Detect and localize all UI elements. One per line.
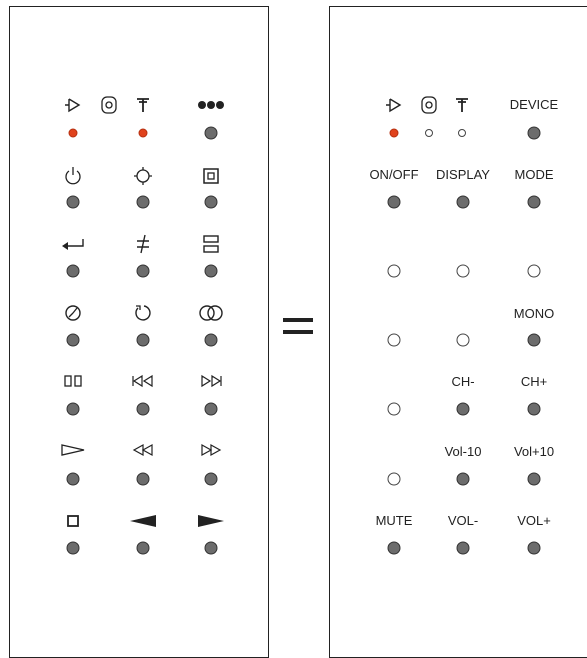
- unassigned-button: [387, 402, 401, 416]
- enter-arrow-icon: [61, 238, 85, 250]
- rewind-icon: [132, 443, 154, 457]
- remote-button[interactable]: [204, 402, 218, 416]
- antenna-icon: [455, 97, 469, 113]
- remote-button[interactable]: [527, 402, 541, 416]
- remote-button[interactable]: [456, 195, 470, 209]
- remote-button[interactable]: [66, 541, 80, 555]
- remote-button[interactable]: [204, 541, 218, 555]
- unassigned-button: [387, 264, 401, 278]
- remote-button[interactable]: [527, 472, 541, 486]
- led-indicator: [389, 128, 399, 138]
- device-button[interactable]: [527, 126, 541, 140]
- button-label: DEVICE: [509, 97, 559, 112]
- button-label: DISPLAY: [436, 167, 490, 182]
- remote-button[interactable]: [66, 472, 80, 486]
- led-indicator: [425, 129, 433, 137]
- pause-icon: [64, 375, 82, 387]
- volume-up-arrow-icon: [197, 514, 225, 528]
- remote-button[interactable]: [527, 333, 541, 347]
- remote-button[interactable]: [136, 472, 150, 486]
- button-label: Vol-10: [444, 444, 482, 459]
- equals-sign: [283, 316, 315, 338]
- led-indicator: [458, 129, 466, 137]
- play-icon: [61, 444, 85, 456]
- remote-button[interactable]: [387, 195, 401, 209]
- button-label: ON/OFF: [369, 167, 419, 182]
- button-label: MONO: [513, 306, 555, 321]
- remote-button[interactable]: [66, 195, 80, 209]
- antenna-icon: [136, 97, 150, 113]
- split-box-icon: [203, 235, 219, 253]
- remote-button[interactable]: [136, 402, 150, 416]
- remote-button[interactable]: [456, 541, 470, 555]
- unassigned-button: [387, 472, 401, 486]
- remote-button[interactable]: [456, 472, 470, 486]
- refresh-circle-icon: [134, 304, 152, 322]
- clock-icon: [64, 304, 82, 322]
- remote-button[interactable]: [204, 472, 218, 486]
- remote-button[interactable]: [136, 264, 150, 278]
- speaker-icon: [63, 97, 83, 113]
- unassigned-button: [456, 264, 470, 278]
- remote-button[interactable]: [136, 333, 150, 347]
- fast-forward-icon: [200, 443, 222, 457]
- button-label: MUTE: [375, 513, 413, 528]
- power-icon: [64, 166, 82, 186]
- remote-button[interactable]: [136, 195, 150, 209]
- disc-icon: [421, 96, 437, 114]
- remote-button[interactable]: [456, 402, 470, 416]
- remote-button[interactable]: [527, 541, 541, 555]
- remote-button[interactable]: [66, 333, 80, 347]
- disc-icon: [101, 96, 117, 114]
- skip-back-icon: [132, 374, 154, 388]
- remote-button[interactable]: [387, 541, 401, 555]
- remote-button[interactable]: [204, 195, 218, 209]
- dots-icon: [197, 100, 225, 110]
- not-parallel-icon: [136, 234, 150, 254]
- mode-box-icon: [203, 168, 219, 184]
- unassigned-button: [387, 333, 401, 347]
- unassigned-button: [527, 264, 541, 278]
- remote-button[interactable]: [527, 195, 541, 209]
- button-label: Vol+10: [513, 444, 555, 459]
- remote-button[interactable]: [204, 333, 218, 347]
- button-label: VOL-: [447, 513, 479, 528]
- stop-icon: [67, 515, 79, 527]
- led-indicator: [68, 128, 78, 138]
- button-label: VOL+: [517, 513, 551, 528]
- remote-button[interactable]: [66, 402, 80, 416]
- speaker-icon: [384, 97, 404, 113]
- button-label: CH-: [451, 374, 475, 389]
- device-button[interactable]: [204, 126, 218, 140]
- button-label: CH+: [520, 374, 548, 389]
- brightness-icon: [133, 166, 153, 186]
- skip-forward-icon: [200, 374, 222, 388]
- double-circle-icon: [198, 304, 224, 322]
- button-label: MODE: [514, 167, 554, 182]
- led-indicator: [138, 128, 148, 138]
- remote-button[interactable]: [204, 264, 218, 278]
- remote-button[interactable]: [136, 541, 150, 555]
- remote-button[interactable]: [66, 264, 80, 278]
- volume-down-arrow-icon: [129, 514, 157, 528]
- unassigned-button: [456, 333, 470, 347]
